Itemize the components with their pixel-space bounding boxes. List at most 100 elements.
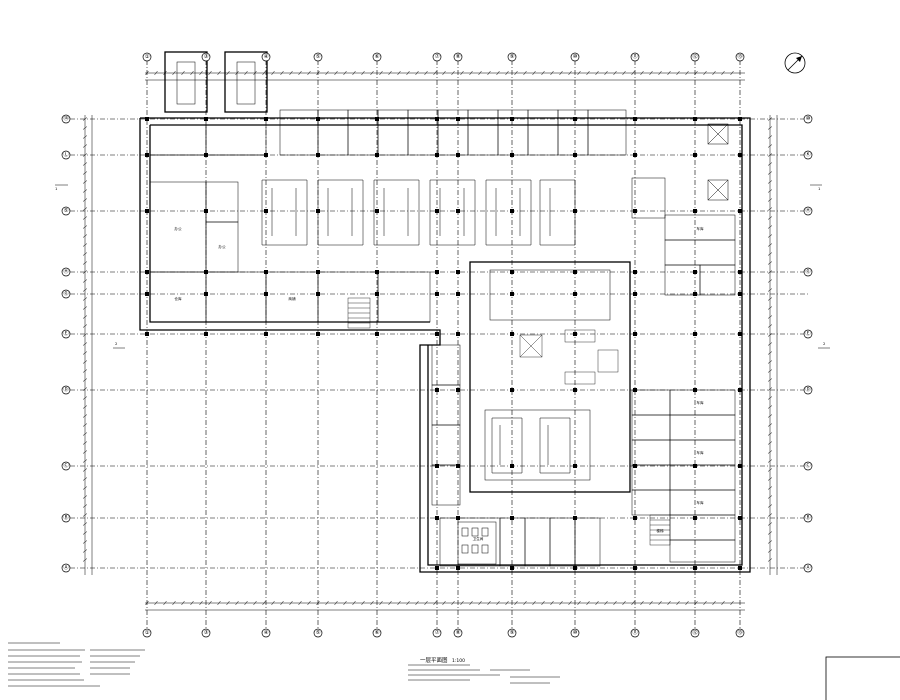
svg-text:⑤: ⑤ [316, 54, 321, 60]
column-marker [456, 153, 460, 157]
axis-bubble-bottom-13: ⑬ [735, 628, 745, 638]
dimension-tick [82, 306, 88, 310]
dimension-tick [82, 252, 88, 256]
axis-bubble-bottom-4: ④ [261, 628, 271, 638]
axis-bubble-top-8: ⑧ [453, 52, 463, 62]
room-label-office: 办公 [174, 226, 182, 231]
dimension-tick [767, 198, 773, 202]
dimension-tick [712, 70, 716, 76]
dimension-tick [316, 70, 320, 76]
column-marker [456, 464, 460, 468]
column-marker [693, 566, 697, 570]
dimension-tick [712, 600, 716, 606]
axis-bubble-bottom-3: ③ [201, 628, 211, 638]
dimension-tick [244, 70, 248, 76]
dimension-tick [730, 70, 734, 76]
dimension-tick [631, 600, 635, 606]
svg-text:⑪: ⑪ [632, 52, 638, 60]
dimension-tick [767, 243, 773, 247]
column-marker [510, 292, 514, 296]
dimension-tick [361, 70, 365, 76]
dimension-tick [767, 333, 773, 337]
dimension-tick [82, 405, 88, 409]
dimension-tick [523, 600, 527, 606]
dimension-tick [559, 70, 563, 76]
column-marker [145, 292, 149, 296]
dimension-tick [343, 600, 347, 606]
room-label-garage-3: 车库 [696, 450, 704, 455]
column-marker [633, 292, 637, 296]
dimension-tick [469, 70, 473, 76]
dimension-tick [82, 153, 88, 157]
svg-text:1: 1 [818, 186, 821, 191]
stair-icon [347, 297, 671, 546]
dimension-tick [82, 207, 88, 211]
room-label-toilet: 卫生间 [473, 536, 484, 541]
dimension-tick [767, 342, 773, 346]
column-marker [435, 332, 439, 336]
dimension-tick [767, 486, 773, 490]
svg-text:⑧: ⑧ [456, 54, 461, 60]
axis-bubble-top-6: ⑥ [372, 52, 382, 62]
svg-text:⑨: ⑨ [510, 629, 515, 636]
column-marker [264, 270, 268, 274]
column-marker [204, 292, 208, 296]
axis-bubble-left-D: Ⓓ [61, 385, 71, 395]
column-marker [693, 209, 697, 213]
svg-text:1:100: 1:100 [452, 658, 465, 664]
column-marker [510, 153, 514, 157]
room-label-store: 仓库 [174, 296, 182, 301]
column-marker [693, 464, 697, 468]
dimension-tick [721, 600, 725, 606]
svg-text:Ⓐ: Ⓐ [63, 563, 69, 571]
dimension-tick [767, 351, 773, 355]
axis-bubble-top-12: ⑫ [690, 52, 700, 62]
dimension-tick [442, 70, 446, 76]
column-marker [316, 153, 320, 157]
dimension-tick [703, 600, 707, 606]
dimension-tick [613, 600, 617, 606]
dimension-tick [767, 558, 773, 562]
dimension-tick [487, 600, 491, 606]
dimension-tick [82, 549, 88, 553]
dimension-tick [622, 600, 626, 606]
dimension-tick [424, 600, 428, 606]
svg-text:⑫: ⑫ [692, 628, 698, 636]
dimension-tick [478, 70, 482, 76]
dimension-tick [199, 600, 203, 606]
dimension-tick [352, 600, 356, 606]
dimension-tick [82, 324, 88, 328]
column-marker [738, 388, 742, 392]
dimension-tick [82, 450, 88, 454]
dimension-tick [82, 270, 88, 274]
axis-bubble-bottom-7: ⑦ [432, 628, 442, 638]
column-marker [145, 117, 149, 121]
drawing-title: 一层平面图 1:100 [408, 656, 560, 684]
svg-text:⑨: ⑨ [510, 53, 515, 60]
column-marker [375, 117, 379, 121]
dimension-tick [577, 600, 581, 606]
dimension-tick [532, 600, 536, 606]
axis-bubble-left-E: Ⓔ [61, 329, 71, 339]
svg-text:Ⓗ: Ⓗ [63, 267, 69, 275]
dimension-tick [478, 600, 482, 606]
dimension-tick [523, 70, 527, 76]
column-marker [633, 566, 637, 570]
dimension-tick [253, 600, 257, 606]
dimension-tick [767, 252, 773, 256]
dimension-tick [82, 216, 88, 220]
dimension-tick [767, 405, 773, 409]
axis-bubble-left-C: Ⓒ [61, 461, 71, 471]
column-marker [738, 332, 742, 336]
dimension-tick [406, 70, 410, 76]
dimension-tick [82, 117, 88, 121]
dimension-tick [181, 600, 185, 606]
svg-text:①: ① [145, 630, 150, 636]
dimension-tick [730, 600, 734, 606]
column-marker [264, 209, 268, 213]
dimension-tick [586, 600, 590, 606]
dimension-tick [82, 333, 88, 337]
room-label-garage-4: 车库 [696, 500, 704, 505]
dimension-tick [767, 324, 773, 328]
axis-bubble-right-A: Ⓐ [803, 563, 813, 573]
